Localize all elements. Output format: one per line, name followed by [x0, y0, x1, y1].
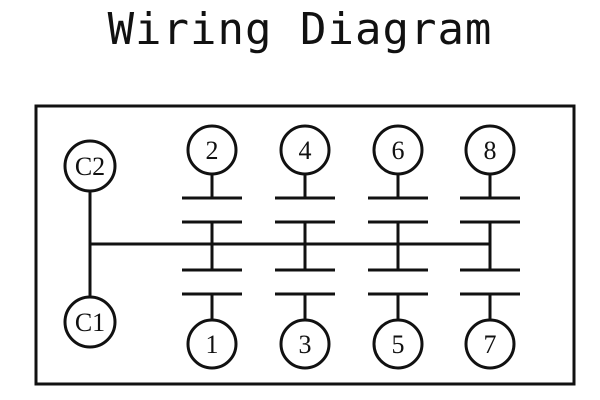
terminal-top-4: 8	[464, 124, 516, 176]
terminal-bottom-1: 1	[186, 318, 238, 370]
enclosure-frame	[34, 104, 576, 386]
terminal-label: 5	[392, 330, 405, 359]
channel-4: 8 7	[460, 124, 520, 370]
terminal-label: 6	[392, 136, 405, 165]
terminal-c2-label: C2	[75, 152, 105, 181]
channel-1: 2 1	[182, 124, 242, 370]
terminal-c2: C2	[63, 139, 117, 193]
terminal-label: 8	[484, 136, 497, 165]
terminal-label: 7	[484, 330, 497, 359]
terminal-bottom-2: 3	[279, 318, 331, 370]
terminal-label: 2	[206, 136, 219, 165]
terminal-label: 1	[206, 330, 219, 359]
terminal-label: 3	[299, 330, 312, 359]
terminal-top-2: 4	[279, 124, 331, 176]
channel-3: 6 5	[368, 124, 428, 370]
terminal-c1-label: C1	[75, 308, 105, 337]
terminal-top-3: 6	[372, 124, 424, 176]
terminal-label: 4	[299, 136, 312, 165]
channel-2: 4 3	[275, 124, 335, 370]
page-title: Wiring Diagram	[107, 4, 493, 55]
terminal-bottom-4: 7	[464, 318, 516, 370]
terminal-c1: C1	[63, 295, 117, 349]
terminal-top-1: 2	[186, 124, 238, 176]
terminal-bottom-3: 5	[372, 318, 424, 370]
